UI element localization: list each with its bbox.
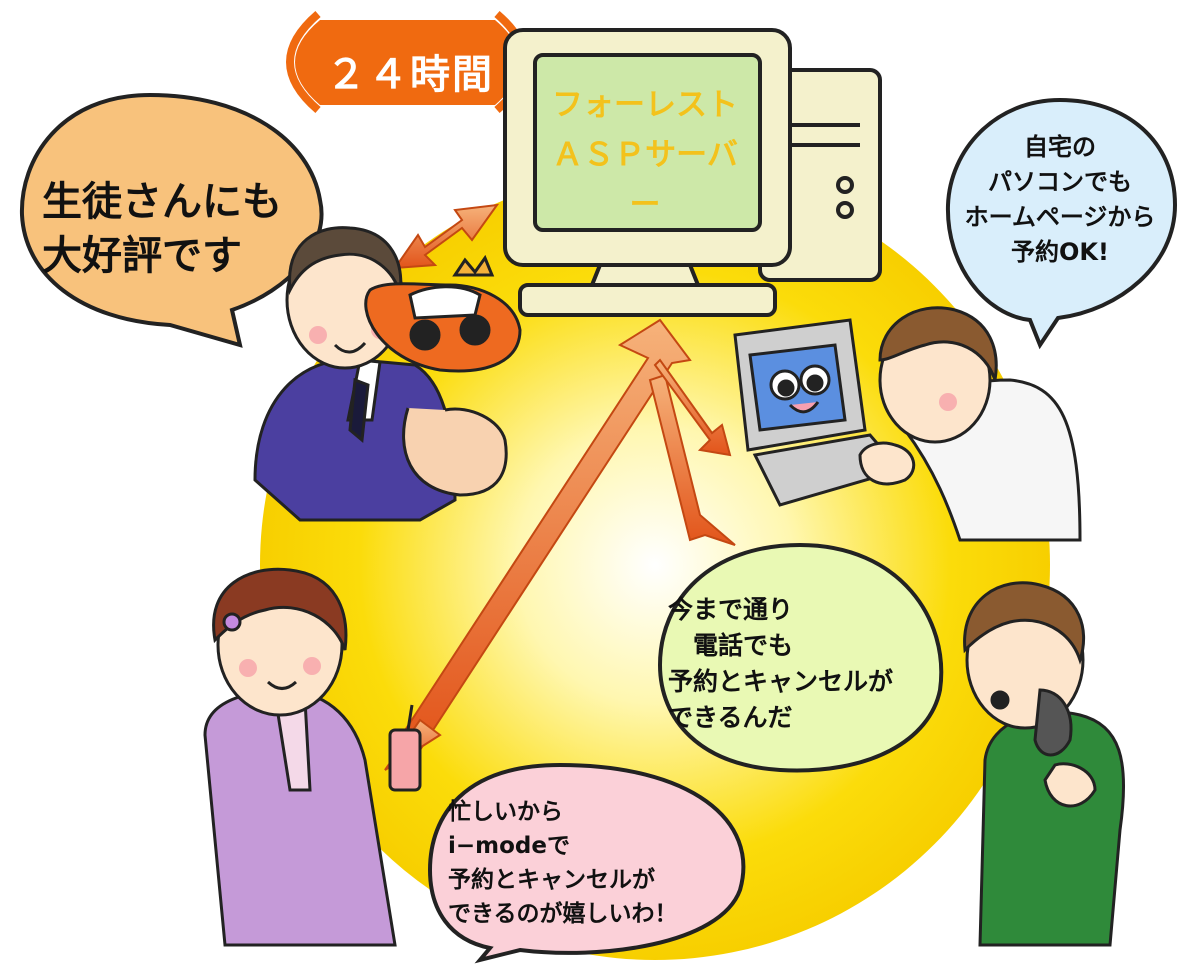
bubble-student-text: 生徒さんにも 大好評です	[42, 179, 282, 279]
server-screen-label: フォーレスト ＡＳＰサーバー	[552, 87, 738, 223]
bubble-imode	[427, 762, 746, 964]
bubble-student	[19, 92, 324, 348]
bubble-phone-text: 今まで通り 電話でも 予約とキャンセルが できるんだ	[668, 595, 894, 732]
bubble-imode-text: 忙しいから i−modeで 予約とキャンセルが できるのが嬉しいわ！	[448, 799, 678, 927]
bubble-home-text: 自宅の パソコンでも ホームページから 予約OK!	[964, 133, 1156, 266]
badge-24h-label: ２４時間	[326, 52, 494, 98]
man-with-car	[253, 226, 522, 522]
boy-on-phone	[963, 581, 1126, 947]
man-at-pc	[733, 306, 1082, 542]
bubble-home	[945, 97, 1178, 350]
woman-with-phone	[203, 567, 422, 947]
bubble-phone	[657, 542, 944, 773]
server-computer	[503, 28, 882, 317]
